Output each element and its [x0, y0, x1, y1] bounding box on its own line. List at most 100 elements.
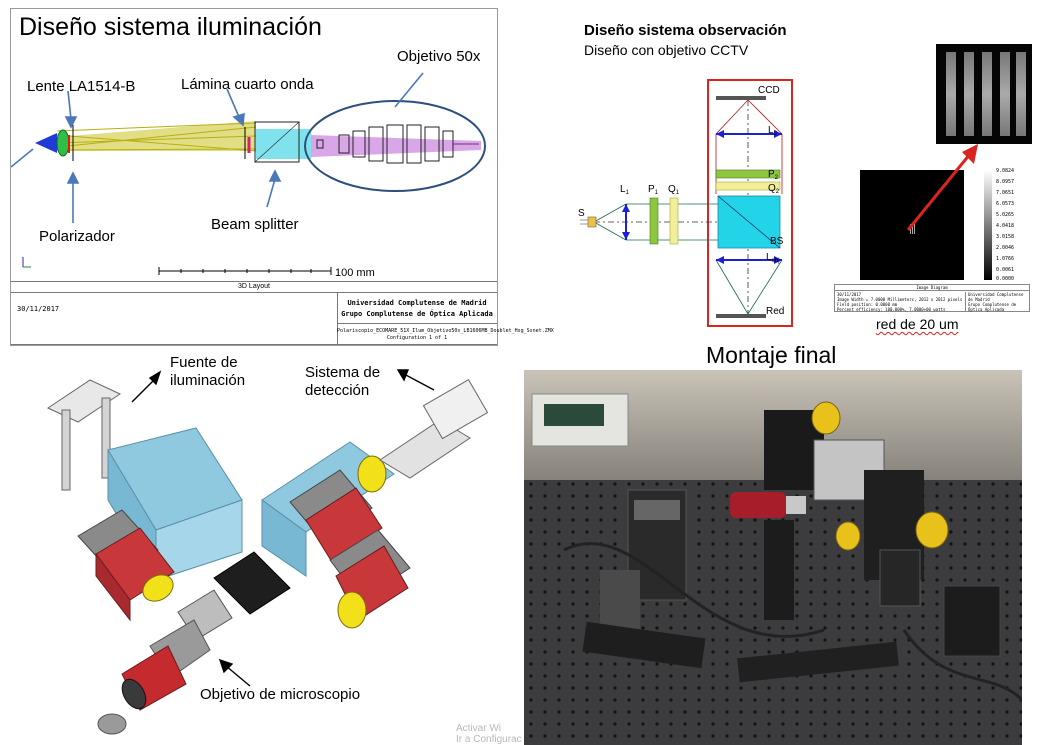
colorbar-tick: 5.0265: [996, 212, 1015, 218]
colorbar-tick: 4.0418: [996, 223, 1015, 229]
objective-cap: [97, 713, 127, 735]
label-microscope-objective: Objetivo de microscopio: [200, 686, 361, 703]
lens-l1: [622, 204, 630, 240]
objective-lens-stack: [316, 124, 479, 164]
colorbar-tick: 2.0046: [996, 245, 1015, 251]
file-line-1: Polariscopio_ECOMARE_51X_Ilum_Objetivo50…: [337, 328, 554, 334]
diagram-line: Image Width = 7.0000 Millimeters, 2012 x…: [837, 297, 963, 302]
yellow-knob: [811, 401, 841, 435]
motor-right-upper: [289, 455, 387, 563]
beam-splitter-cube: [254, 121, 300, 163]
arrow-source-icon: [131, 377, 157, 403]
institution-line-1: Universidad Complutense de Madrid: [347, 299, 487, 307]
label-lens: Lente LA1514-B: [27, 78, 135, 95]
activation-watermark: Activar Wi Ir a Configurac: [456, 723, 522, 745]
colorbar-tick: 9.0824: [996, 168, 1015, 174]
diagram-line: Grupo Complutense de Óptica Aplicada: [968, 302, 1017, 312]
institution-line-2: Grupo Complutense de Óptica Aplicada: [341, 310, 493, 318]
detection-line-1: Sistema de: [305, 364, 381, 381]
detection-line-2: detección: [305, 382, 370, 399]
label-q1: Q1: [668, 184, 680, 196]
arrow-detection-icon: [403, 373, 435, 391]
diagram-line: Universidad Complutense de Madrid: [968, 292, 1024, 302]
label-bs: BS: [770, 236, 784, 247]
light-source: [35, 133, 57, 153]
mechanical-assembly: [46, 369, 489, 735]
motor-left: [77, 509, 175, 622]
image-diagram-footer: Image Diagram 30/11/2017 Image Width = 7…: [834, 284, 1030, 312]
colorbar-labels: 9.0824 8.0957 7.0651 6.0573 5.0265 4.041…: [996, 168, 1026, 282]
observation-subtitle: Diseño con objetivo CCTV: [584, 42, 749, 58]
footer-institution: Universidad Complutense de Madrid Grupo …: [337, 298, 497, 320]
arrow-quarter-wave: [226, 88, 240, 118]
label-quarter-wave: Lámina cuarto onda: [181, 76, 314, 93]
arrow-source: [11, 148, 34, 168]
label-objective: Objetivo 50x: [397, 48, 481, 65]
illumination-title: Diseño sistema iluminación: [19, 13, 322, 41]
diagram-line: 30/11/2017: [837, 292, 862, 297]
waveplate-q2: [715, 181, 781, 191]
file-line-2: Configuration 1 of 1: [386, 335, 448, 341]
label-beam-splitter: Beam splitter: [211, 216, 299, 233]
label-q2: Q2: [768, 183, 780, 195]
label-s: S: [578, 208, 585, 219]
watermark-line-2: Ir a Configurac: [456, 734, 522, 745]
optical-frame: [707, 79, 793, 327]
source-s: [587, 216, 597, 228]
grating-red: [716, 314, 766, 318]
objective-highlight: [304, 100, 486, 192]
yellow-knob: [835, 521, 861, 551]
footer-date: 30/11/2017: [17, 305, 60, 313]
arrow-lens-head: [64, 116, 78, 129]
label-lobj: Lobj: [766, 252, 780, 264]
polarizer-p1: [649, 197, 659, 245]
illumination-rails: [46, 379, 122, 491]
yellow-knob: [915, 511, 949, 549]
label-detection-system: Sistema de detección: [305, 364, 380, 400]
label-scale: 100 mm: [335, 267, 375, 279]
arrow-lens: [67, 90, 72, 120]
microscope-objective: [121, 589, 233, 711]
observation-title: Diseño sistema observación: [584, 22, 787, 39]
arrow-beam-splitter: [266, 178, 276, 208]
lens-lobj: [716, 256, 782, 264]
ccd-sensor: [716, 96, 766, 100]
source-line-1: Fuente de: [170, 354, 238, 371]
colorbar-tick: 6.0573: [996, 201, 1015, 207]
label-illumination-source: Fuente de iluminación: [170, 354, 245, 390]
ray-bundle: [56, 121, 481, 159]
colorbar-tick: 1.0766: [996, 256, 1015, 262]
red-objective: [730, 492, 806, 518]
colorbar-tick: 8.0957: [996, 179, 1015, 185]
label-l1: L1: [620, 184, 630, 196]
observation-schematic: CCD L2 P2 Q2 S L1 P1 Q1 BS Lobj Red: [578, 79, 793, 327]
colorbar-tick: 7.0651: [996, 190, 1015, 196]
central-beam-splitter: [213, 551, 291, 615]
label-red: Red: [766, 306, 784, 317]
grating-image: [936, 44, 1032, 144]
label-p1: P1: [648, 184, 659, 196]
final-assembly-photo: [524, 370, 1022, 745]
illumination-design-panel: Diseño sistema iluminación: [10, 8, 554, 346]
source-line-2: iluminación: [170, 372, 246, 389]
zoom-arrow-icon: [906, 144, 978, 231]
detection-rails: [379, 378, 489, 479]
label-ccd: CCD: [758, 85, 780, 96]
motor-right-lower: [329, 529, 411, 629]
grating-caption: red de 20 um: [876, 316, 959, 332]
final-assembly-title: Montaje final: [706, 342, 837, 368]
title-block: [11, 293, 497, 345]
arrow-objective: [394, 72, 424, 108]
polarizer-p2: [715, 169, 781, 179]
image-diagram-header: Image Diagram: [835, 285, 1029, 291]
colorbar-tick: 3.0158: [996, 234, 1015, 240]
label-p2: P2: [768, 169, 779, 181]
layout-bar: 3D Layout: [11, 281, 497, 293]
scale-bar: [158, 267, 332, 275]
axis-triad: [22, 257, 31, 268]
lens-l2: [716, 130, 782, 138]
illumination-ray-diagram: Lente LA1514-B Lámina cuarto onda Objeti…: [11, 48, 486, 279]
footer-file: Polariscopio_ECOMARE_51X_Ilum_Objetivo50…: [337, 328, 554, 342]
colorbar-tick: 0.0061: [996, 267, 1015, 273]
colorbar-tick: 0.0000: [996, 276, 1015, 282]
